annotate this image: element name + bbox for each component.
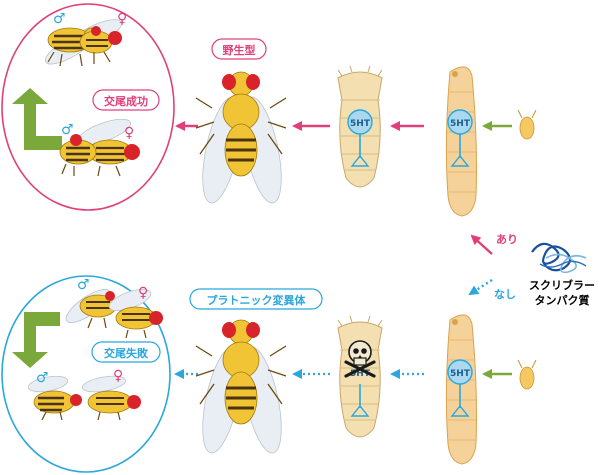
male-symbol-mutant-bottom: ♂ [36, 370, 49, 386]
mating-success-label: 交尾成功 [104, 94, 148, 108]
egg-top [518, 110, 536, 139]
male-symbol-bottom: ♂ [61, 122, 74, 138]
female-symbol-bottom: ♀ [124, 125, 134, 141]
with-label: あり [496, 233, 518, 246]
larva-wild-type [446, 67, 476, 216]
mating-failure-label: 交尾失敗 [104, 346, 149, 360]
wild-type-label: 野生型 [223, 43, 256, 57]
serotonin-label-larva-top: 5HT [450, 119, 471, 129]
scribbler-protein-icon [532, 244, 586, 272]
egg-bottom [518, 360, 536, 389]
without-label: なし [494, 288, 516, 301]
larva-mutant [446, 315, 476, 464]
female-symbol-top: ♀ [117, 11, 127, 27]
male-symbol-mutant-top: ♂ [77, 277, 90, 293]
female-symbol-mutant-bottom: ♀ [113, 368, 123, 384]
serotonin-label-larva-mutant: 5HT [450, 369, 471, 379]
protein-label-line1: スクリブラー [529, 278, 595, 292]
mutant-label: プラトニック変異体 [207, 293, 307, 307]
serotonin-label-pupa-top: 5HT [350, 119, 371, 129]
male-symbol-top: ♂ [53, 11, 66, 27]
adult-fly-wild-type [195, 72, 289, 206]
arrow-with-protein [472, 236, 492, 254]
protein-label-line2: タンパク質 [535, 293, 590, 307]
adult-fly-mutant [195, 320, 289, 456]
arrow-without-protein [470, 280, 492, 294]
wild-type-row: ♂ ♀ 交尾成功 ♂ ♀ 野生型 [2, 4, 536, 216]
female-symbol-mutant-top: ♀ [138, 285, 148, 301]
protein-branch: あり なし スクリブラー タンパク質 [470, 233, 595, 307]
mutant-row: ♂ ♀ 交尾失敗 ♂ ♀ プラトニック変異体 [2, 276, 536, 472]
